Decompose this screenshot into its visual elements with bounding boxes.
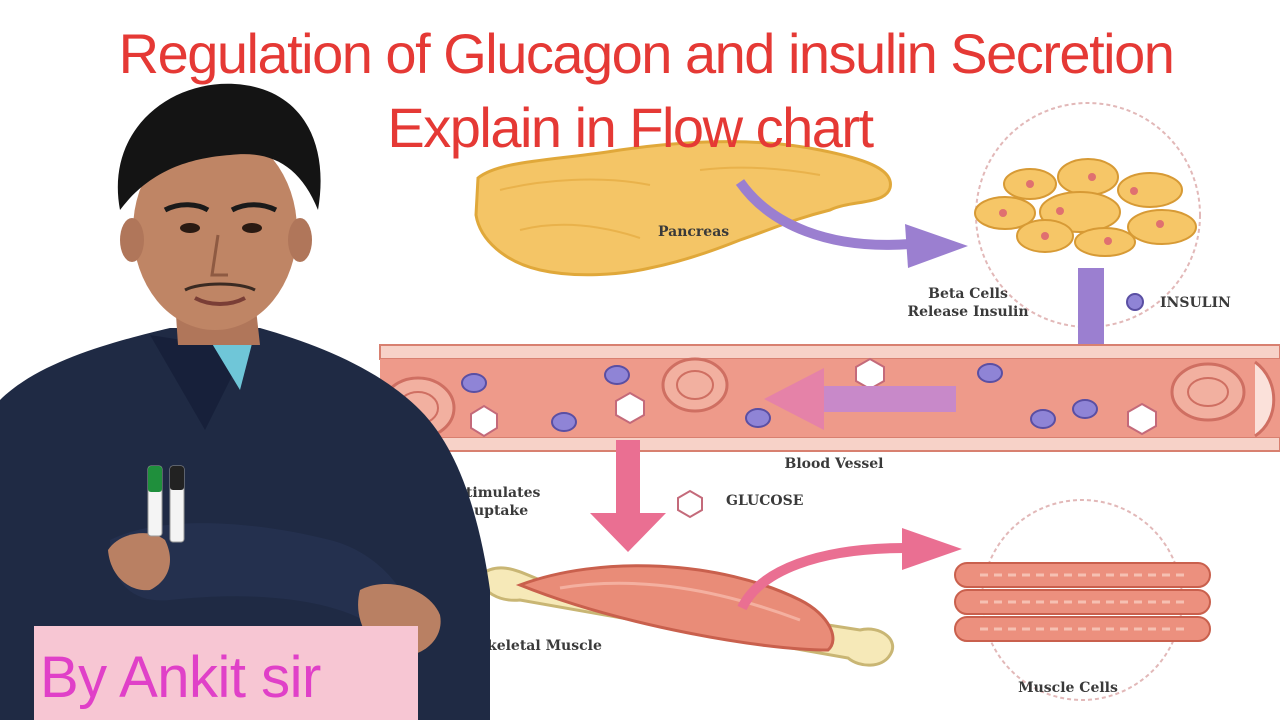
beta-cells-label-line2: Release Insulin — [907, 304, 1028, 320]
insulin-legend: INSULIN — [1126, 293, 1231, 311]
beta-cell-cluster — [974, 102, 1201, 328]
insulin-legend-label: INSULIN — [1160, 295, 1231, 311]
title-line-2: Explain in Flow chart — [387, 96, 874, 159]
glucose-legend-label: GLUCOSE — [726, 493, 803, 509]
pancreas-to-beta-arrow — [735, 179, 968, 268]
insulin-molecules — [461, 363, 1098, 432]
muscle-to-cells-arrow — [737, 528, 962, 611]
skeletal-muscle-label: keletal Muscle — [487, 638, 602, 654]
presenter-photo — [0, 83, 490, 720]
beta-cells-label-line1: Beta Cells — [928, 286, 1008, 302]
blood-vessel-label: Blood Vessel — [785, 456, 884, 472]
muscle-cells — [954, 499, 1211, 701]
pancreas-illustration — [474, 140, 892, 277]
vessel-to-muscle-arrow — [590, 440, 666, 552]
muscle-cells-label: Muscle Cells — [1018, 680, 1118, 696]
vessel-flow-arrow — [764, 368, 956, 430]
title-line-1: Regulation of Glucagon and insulin Secre… — [118, 22, 1175, 85]
glucose-legend: GLUCOSE — [677, 489, 803, 519]
credit-banner: By Ankit sir — [34, 626, 418, 720]
glucose-molecules — [470, 357, 1157, 438]
pancreas-label: Pancreas — [658, 224, 729, 240]
credit-text: By Ankit sir — [40, 645, 321, 710]
